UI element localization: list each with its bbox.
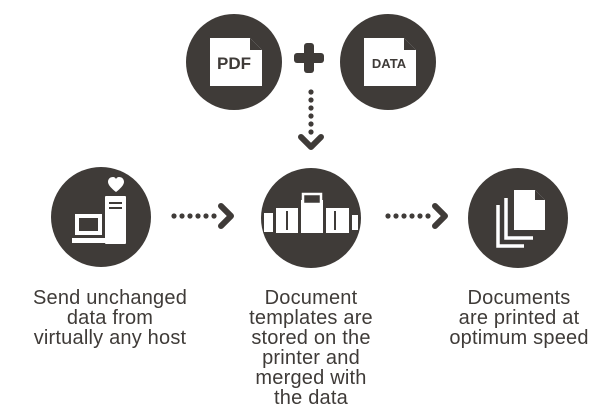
data-input: DATA [340, 14, 436, 110]
speed-caption: Documents are printed at optimum speed [409, 288, 612, 348]
down-arrow [298, 89, 324, 150]
data-label: DATA [372, 56, 407, 71]
computer-tower-icon [72, 177, 126, 244]
chevron-down-icon [298, 134, 324, 150]
stacked-documents-icon [496, 190, 545, 248]
caption-line: data from [66, 307, 154, 329]
chevron-right-icon [432, 203, 448, 229]
caption-line: printer and [262, 347, 360, 369]
caption-line: are printed at [458, 307, 580, 329]
right-arrow-1 [171, 203, 234, 229]
data-document-icon: DATA [364, 38, 416, 86]
pdf-document-icon: PDF [210, 38, 262, 86]
caption-line: Documents [467, 287, 571, 309]
host-caption: Send unchanged data from virtually any h… [0, 288, 220, 348]
caption-line: templates are [249, 307, 373, 329]
caption-line: the data [274, 387, 348, 409]
printer-step [261, 168, 361, 268]
right-arrow-2 [385, 203, 448, 229]
pdf-input: PDF [186, 14, 282, 110]
documents-step [468, 168, 568, 268]
caption-line: stored on the [251, 327, 371, 349]
printer-caption: Document templates are stored on the pri… [201, 288, 421, 408]
host-step [51, 167, 151, 267]
caption-line: Send unchanged [32, 287, 188, 309]
printer-icon [264, 192, 358, 233]
caption-line: optimum speed [449, 327, 589, 349]
caption-line: Document [264, 287, 358, 309]
chevron-right-icon [218, 203, 234, 229]
pdf-label: PDF [217, 54, 251, 73]
caption-line: merged with [255, 367, 367, 389]
plus-icon [294, 43, 324, 73]
caption-line: virtually any host [33, 327, 187, 349]
heart-icon [108, 177, 124, 192]
